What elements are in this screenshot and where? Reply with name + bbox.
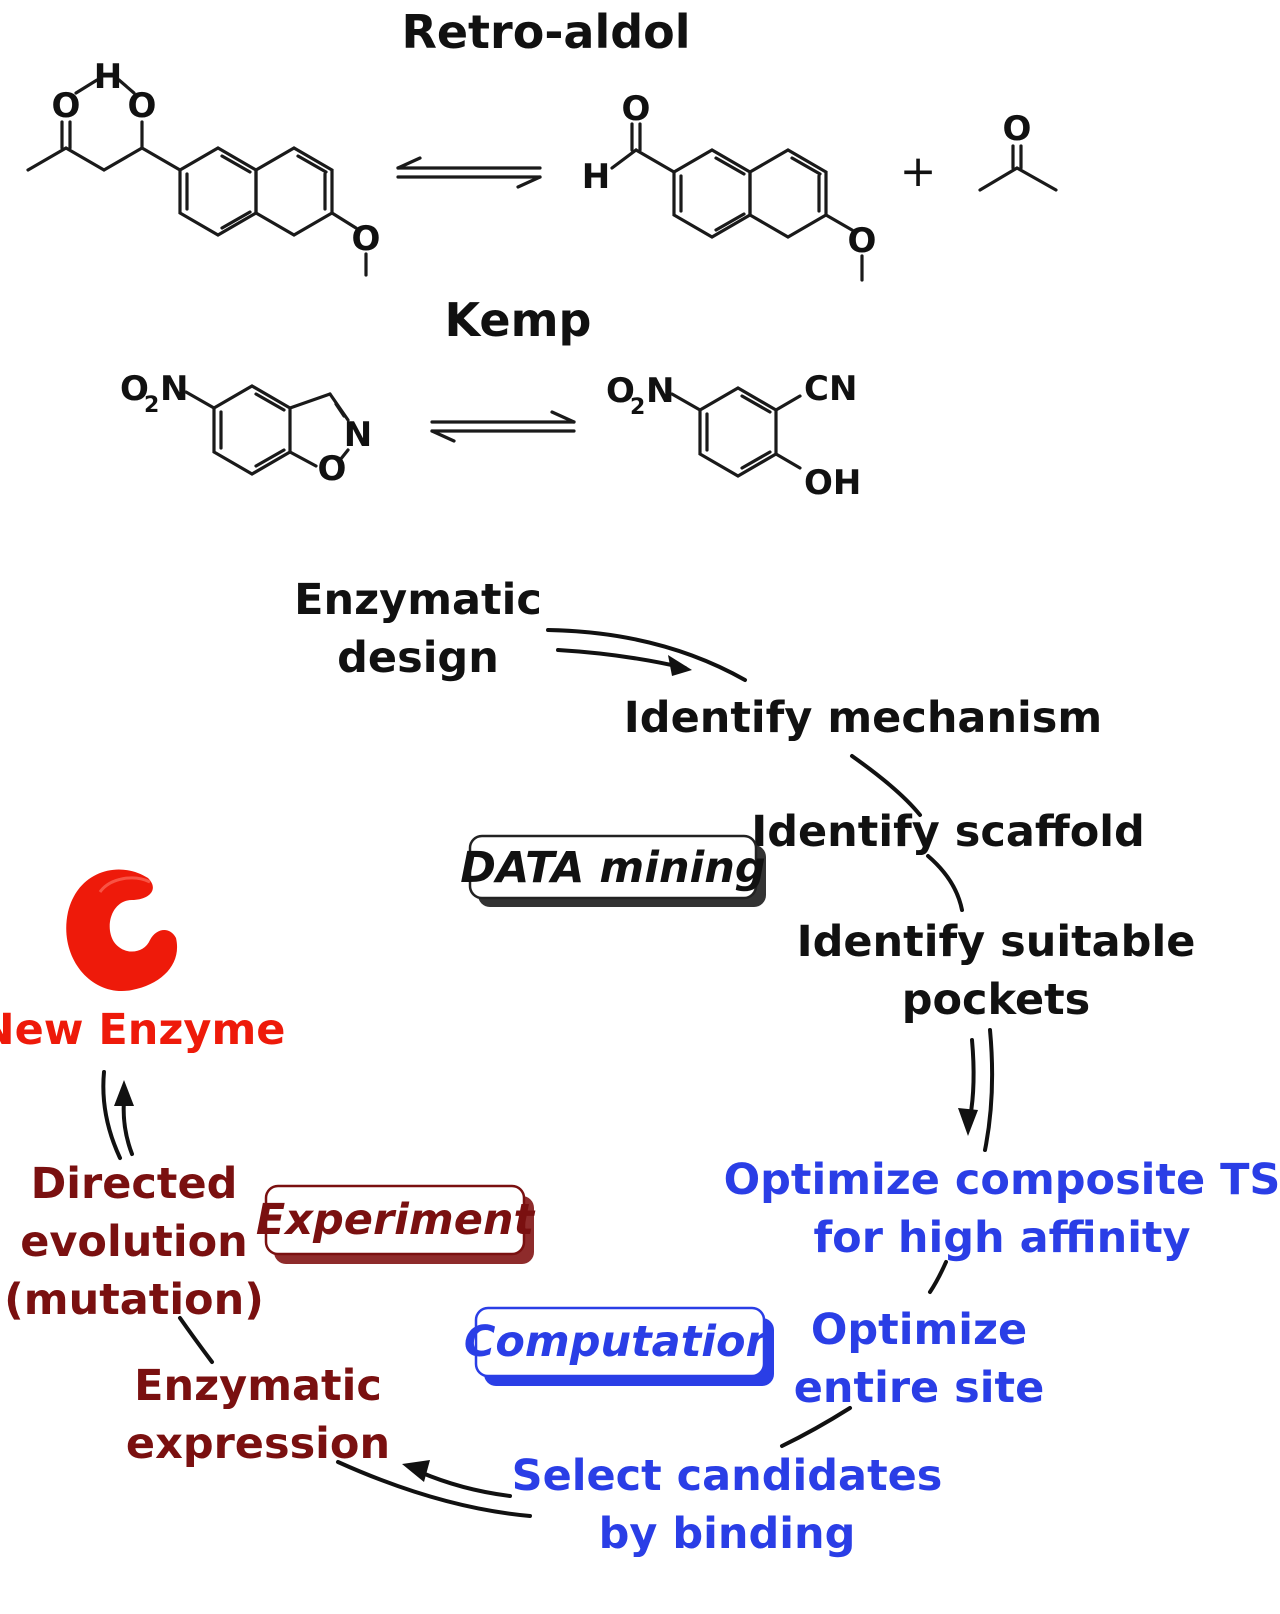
- connector-select-expression: [336, 1460, 532, 1518]
- ring-n: N: [344, 415, 372, 455]
- step-enzymatic-expression-line1: Enzymatic: [134, 1361, 382, 1411]
- cyano-group: CN: [804, 369, 857, 409]
- new-enzyme-label: New Enzyme: [0, 1005, 285, 1055]
- nitro-right-o: O: [606, 371, 635, 411]
- step-identify-pockets-line2: pockets: [902, 975, 1091, 1025]
- connector-scaffold-pockets: [926, 854, 964, 912]
- connector-pockets-ts: [983, 1028, 995, 1152]
- kemp-title: Kemp: [445, 293, 592, 347]
- badge-computation: Computation: [464, 1306, 776, 1386]
- cycle-connectors: [101, 628, 995, 1518]
- cycle-steps: Enzymatic design Identify mechanism Iden…: [0, 575, 1280, 1559]
- step-identify-mechanism: Identify mechanism: [624, 693, 1102, 743]
- arrowhead-pockets-ts: [958, 1108, 978, 1136]
- arrowhead-design-mechanism: [668, 655, 692, 676]
- badge-experiment-label: Experiment: [256, 1195, 536, 1245]
- connector-mechanism-scaffold: [850, 754, 922, 817]
- step-enzymatic-expression-line2: expression: [126, 1419, 390, 1469]
- atom-h-bridge: H: [94, 57, 122, 97]
- retro-aldol-aldehyde-product: H O O: [582, 89, 877, 282]
- kemp-product: O 2 N CN OH: [606, 369, 861, 503]
- enzyme-icon: [66, 869, 178, 992]
- kemp-equilibrium-arrow-icon: [430, 410, 576, 443]
- step-optimize-site-line2: entire site: [794, 1363, 1044, 1413]
- step-select-candidates-line1: Select candidates: [512, 1451, 943, 1501]
- arrowhead-select-expression: [402, 1460, 430, 1482]
- badge-data-mining: DATA mining: [460, 834, 766, 907]
- atom-o-methoxy-product: O: [848, 221, 877, 261]
- step-directed-evolution-line1: Directed: [31, 1159, 238, 1209]
- connector-evolution-enzyme: [101, 1070, 122, 1160]
- arrow-design-mechanism: [556, 648, 687, 670]
- atom-o-methoxy: O: [352, 219, 381, 259]
- step-identify-pockets-line1: Identify suitable: [797, 917, 1196, 967]
- step-directed-evolution-line3: (mutation): [4, 1275, 264, 1325]
- nitro-left-o: O: [120, 369, 149, 409]
- atom-o-ketone: O: [52, 86, 81, 126]
- step-enzymatic-design-line1: Enzymatic: [294, 575, 542, 625]
- arrow-pockets-ts: [968, 1038, 976, 1120]
- step-enzymatic-design-line2: design: [337, 633, 499, 683]
- arrow-evolution-enzyme: [121, 1098, 134, 1156]
- nitro-left-sub: 2: [144, 393, 159, 418]
- arrowhead-evolution-enzyme: [114, 1080, 134, 1106]
- atom-o-alcohol: O: [128, 86, 157, 126]
- retro-aldol-substrate: O H O O: [26, 57, 381, 277]
- retro-aldol-title: Retro-aldol: [401, 5, 690, 59]
- arrow-select-expression: [418, 1470, 512, 1498]
- kemp-reaction: Kemp O 2 N N O O: [120, 293, 861, 503]
- step-optimize-site-line1: Optimize: [811, 1305, 1027, 1355]
- connector-site-select: [780, 1406, 852, 1448]
- step-directed-evolution-line2: evolution: [20, 1217, 248, 1267]
- connector-ts-site: [928, 1260, 948, 1294]
- nitro-right-sub: 2: [630, 395, 645, 420]
- step-optimize-ts-line1: Optimize composite TS: [724, 1155, 1280, 1205]
- step-identify-scaffold: Identify scaffold: [751, 807, 1145, 857]
- hydroxyl-group: OH: [804, 463, 861, 503]
- acetone-product: O: [978, 109, 1058, 192]
- connector-design-mechanism: [546, 628, 747, 682]
- badge-computation-label: Computation: [464, 1317, 776, 1367]
- ring-o: O: [318, 449, 347, 489]
- plus-sign: +: [900, 146, 937, 197]
- connector-expression-evolution: [178, 1316, 214, 1364]
- atom-o-acetone: O: [1003, 109, 1032, 149]
- badge-data-mining-label: DATA mining: [460, 843, 765, 893]
- badge-experiment: Experiment: [256, 1184, 536, 1264]
- nitro-left-n: N: [160, 369, 188, 409]
- kemp-substrate: O 2 N N O: [120, 369, 372, 489]
- step-optimize-ts-line2: for high affinity: [813, 1213, 1190, 1263]
- equilibrium-arrow-icon: [396, 156, 542, 189]
- atom-h-aldehyde: H: [582, 157, 610, 197]
- nitro-right-n: N: [646, 371, 674, 411]
- retro-aldol-reaction: Retro-aldol O H O O: [26, 5, 1058, 282]
- atom-o-aldehyde: O: [622, 89, 651, 129]
- step-select-candidates-line2: by binding: [599, 1509, 856, 1559]
